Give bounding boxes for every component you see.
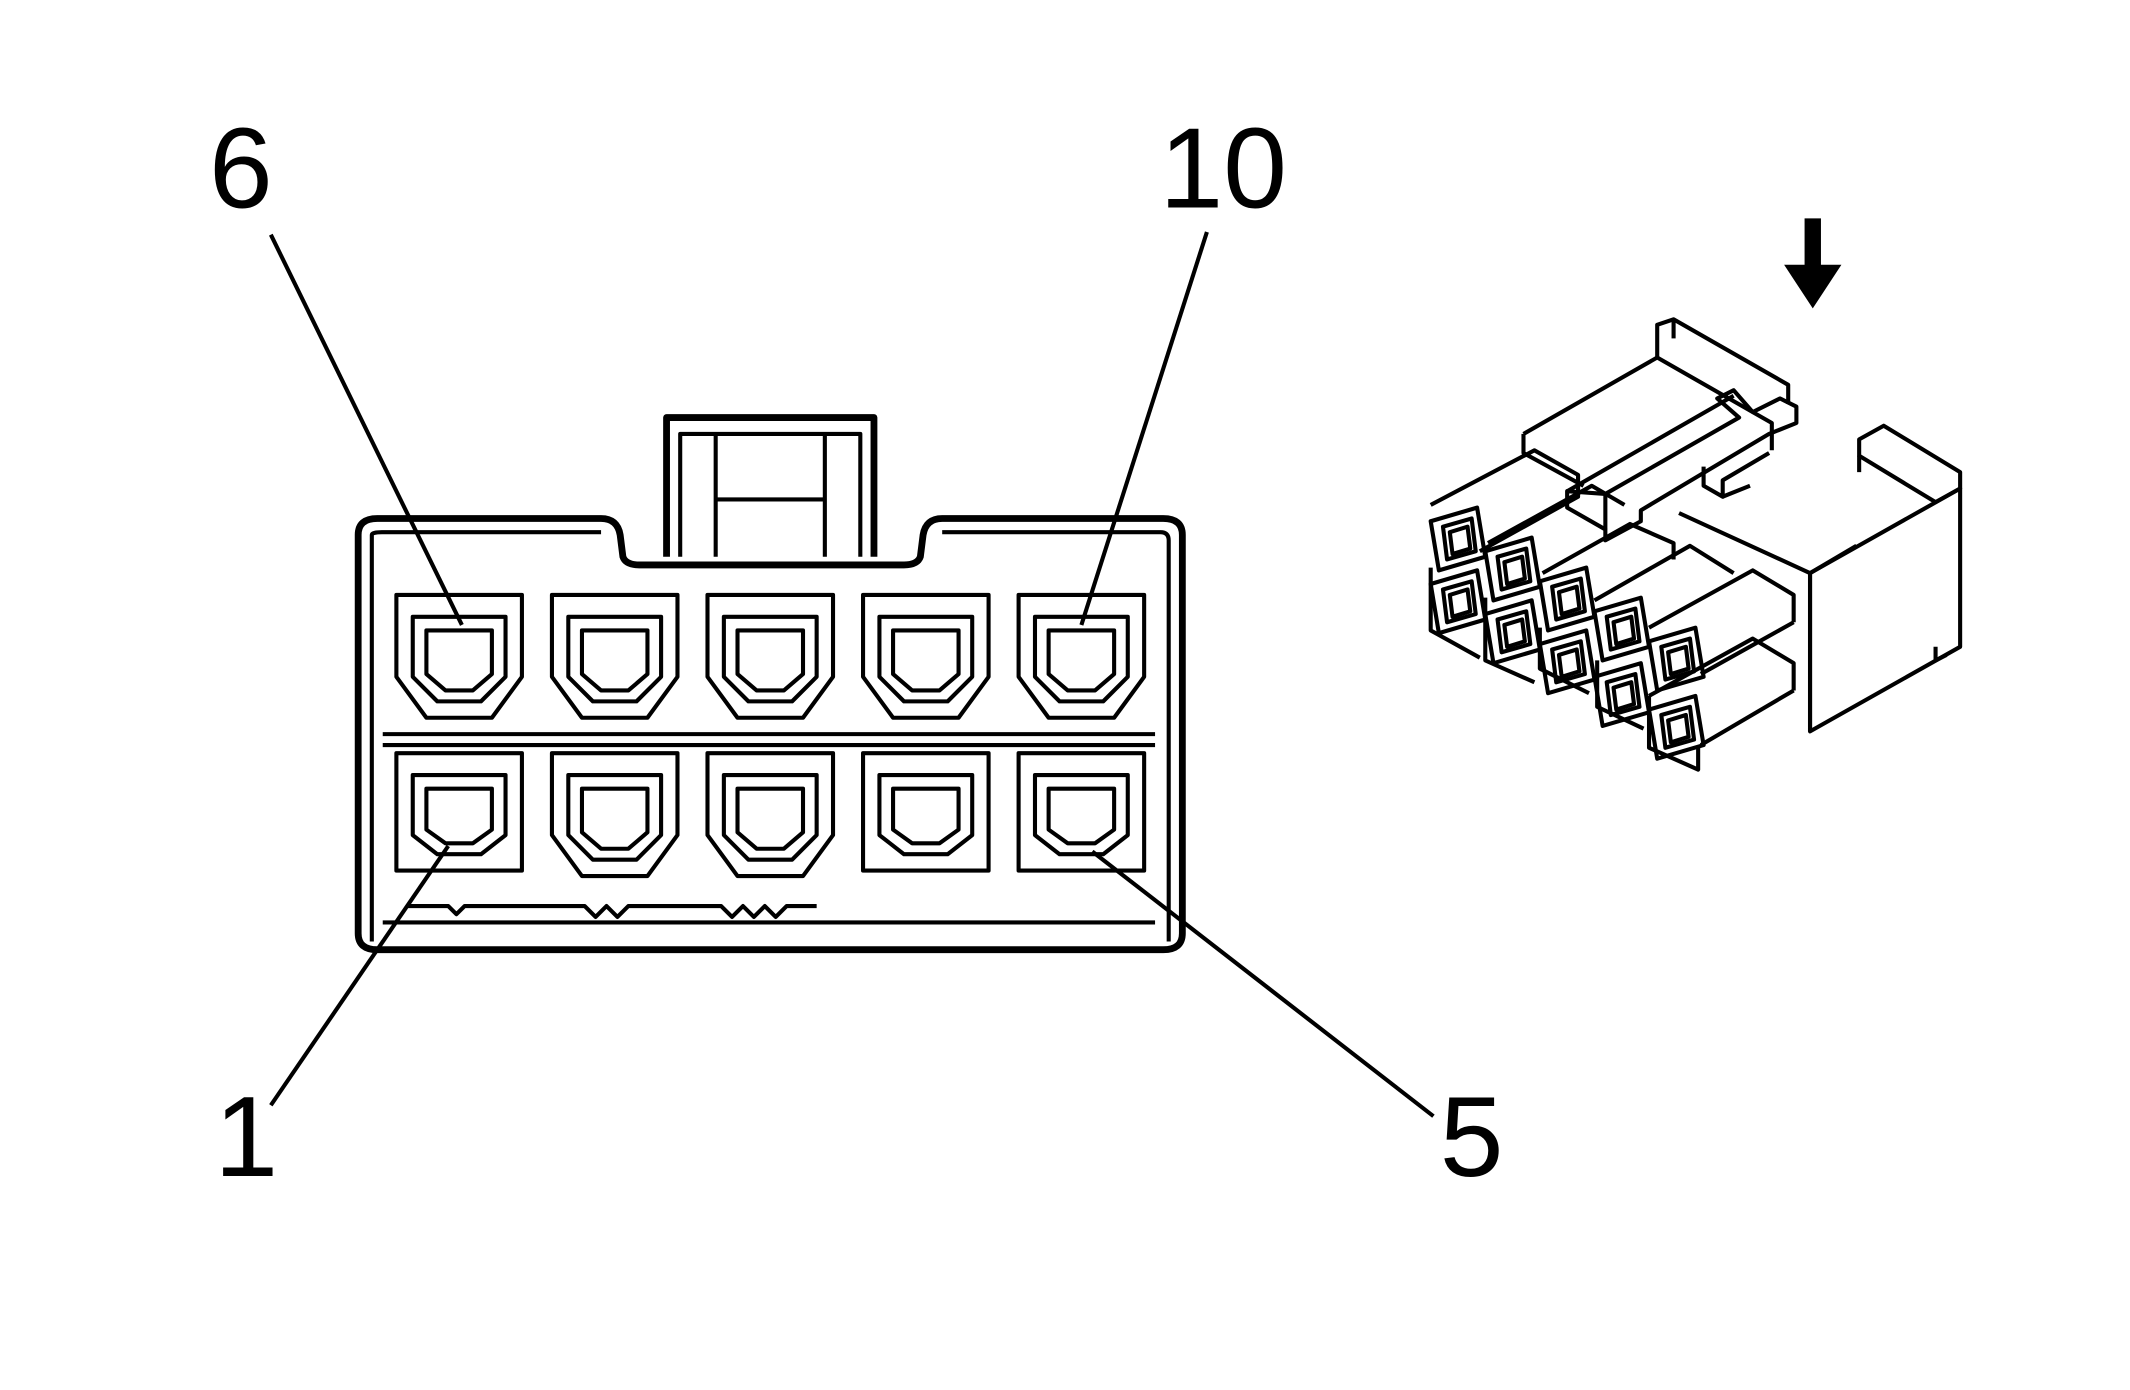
connector-front-view — [354, 414, 1186, 954]
cavity-6 — [396, 595, 522, 718]
housing-outline — [354, 515, 1186, 954]
insertion-direction-arrow-icon — [1784, 218, 1842, 309]
isometric-cavities — [1431, 508, 1704, 759]
cavity-2 — [552, 753, 678, 876]
leader-lines — [269, 231, 1435, 1118]
leader-pin-1 — [269, 844, 450, 1107]
cavity-4 — [863, 753, 989, 870]
cavity-8 — [707, 595, 833, 718]
cavity-7 — [552, 595, 678, 718]
cavity-9 — [863, 595, 989, 718]
leader-pin-6 — [269, 233, 464, 626]
leader-pin-5 — [1091, 849, 1435, 1118]
cavity-1 — [396, 753, 522, 870]
pin-label-5: 5 — [1440, 1073, 1504, 1201]
cavity-3 — [707, 753, 833, 876]
pin-label-1: 1 — [214, 1073, 278, 1201]
cavity-10 — [1019, 595, 1145, 718]
cavity-row-top — [396, 595, 1144, 718]
leader-pin-10 — [1079, 231, 1209, 626]
latch-tab — [663, 414, 878, 557]
pin-label-6: 6 — [209, 104, 273, 232]
keying-strip — [407, 904, 817, 920]
cavity-row-bottom — [396, 753, 1144, 876]
cavity-5 — [1019, 753, 1145, 870]
pin-label-10: 10 — [1160, 104, 1287, 232]
